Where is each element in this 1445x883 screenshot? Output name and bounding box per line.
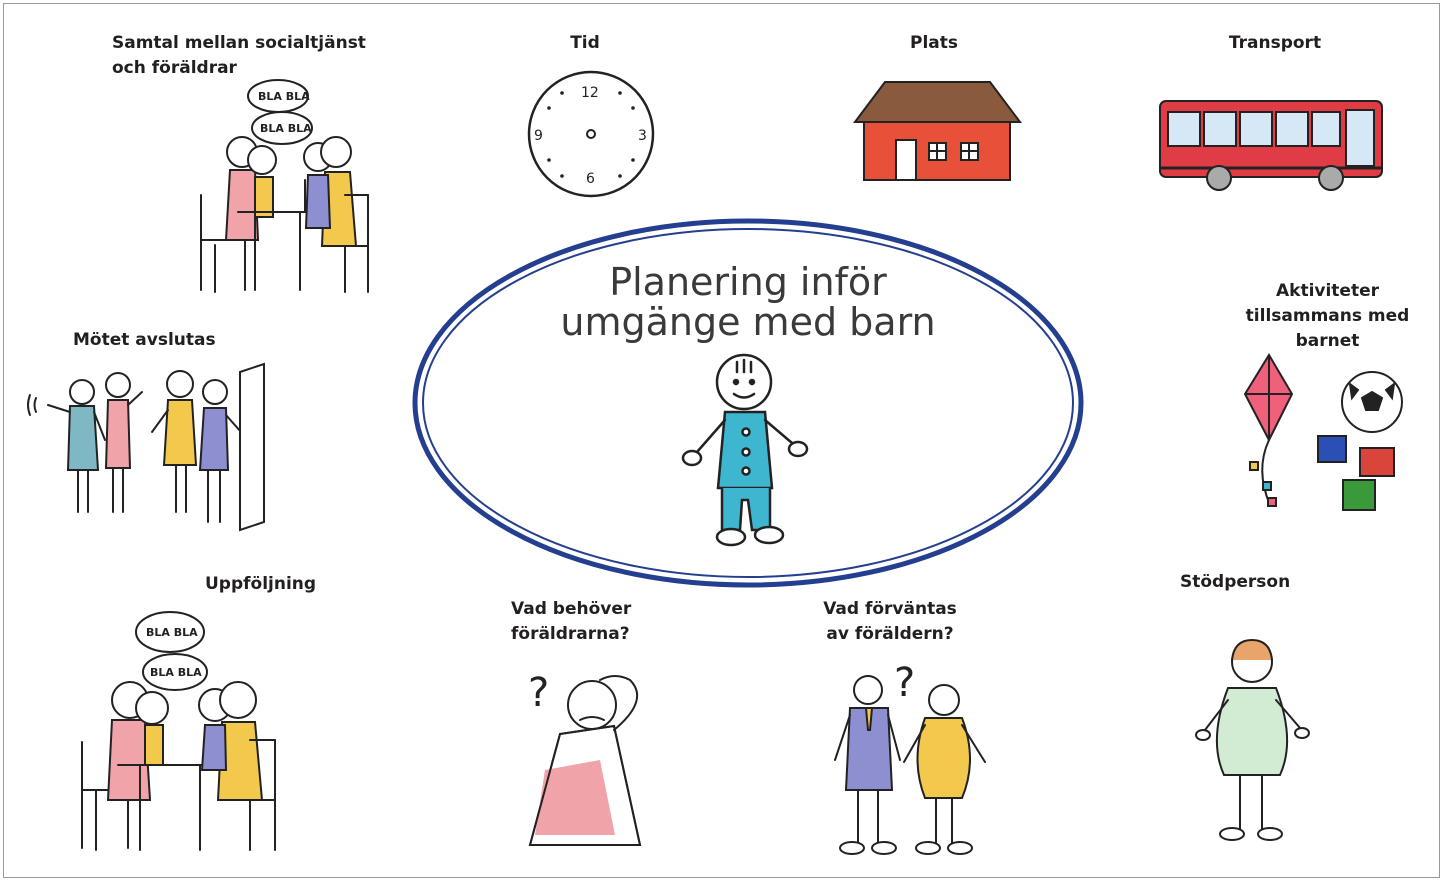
svg-text:12: 12 bbox=[581, 85, 599, 101]
house-icon bbox=[853, 81, 1022, 181]
center-title: Planering inför umgänge med barn bbox=[500, 262, 996, 342]
svg-text:BLA BLA: BLA BLA bbox=[260, 122, 312, 135]
parents-couple-illustration: ? bbox=[834, 660, 986, 855]
svg-text:?: ? bbox=[528, 670, 549, 716]
support-person-illustration bbox=[1195, 638, 1310, 841]
svg-text:3: 3 bbox=[638, 128, 647, 144]
bus-icon bbox=[1159, 100, 1383, 191]
topic-stodperson-label: Stödperson bbox=[1180, 572, 1291, 592]
svg-text:BLA BLA: BLA BLA bbox=[146, 626, 198, 639]
svg-text:BLA BLA: BLA BLA bbox=[258, 90, 310, 103]
center-title-line2: umgänge med barn bbox=[560, 300, 936, 344]
topic-motet-label: Mötet avslutas bbox=[73, 330, 216, 350]
topic-behover-label: Vad behöver föräldrarna? bbox=[511, 599, 632, 644]
topic-uppfoljning-label: Uppföljning bbox=[205, 574, 317, 594]
diagram-frame bbox=[3, 3, 1440, 878]
topic-aktiviteter-label: Aktiviteter tillsammans med barnet bbox=[1245, 281, 1410, 351]
topic-plats-label: Plats bbox=[909, 33, 958, 53]
svg-text:6: 6 bbox=[586, 171, 595, 187]
topic-transport-label: Transport bbox=[1228, 33, 1322, 53]
leaving-group-illustration bbox=[27, 362, 265, 532]
activities-illustration bbox=[1243, 353, 1403, 511]
followup-meeting-illustration: BLA BLA BLA BLA bbox=[81, 611, 276, 851]
thinking-parent-illustration: ? bbox=[528, 670, 642, 846]
topic-samtal-label: Samtal mellan socialtjänst och föräldrar bbox=[112, 33, 366, 78]
svg-text:?: ? bbox=[894, 660, 915, 706]
child-figure bbox=[681, 353, 809, 547]
center-title-line1: Planering inför bbox=[609, 260, 887, 304]
clock-icon: 12 3 6 9 bbox=[527, 70, 655, 198]
topic-forvantas-label: Vad förväntas av föräldern? bbox=[823, 599, 957, 644]
svg-text:9: 9 bbox=[534, 128, 543, 144]
center-ellipse bbox=[412, 218, 1084, 588]
meeting-illustration: BLA BLA BLA BLA bbox=[200, 79, 369, 293]
topic-tid-label: Tid bbox=[570, 33, 600, 53]
svg-text:BLA BLA: BLA BLA bbox=[150, 666, 202, 679]
